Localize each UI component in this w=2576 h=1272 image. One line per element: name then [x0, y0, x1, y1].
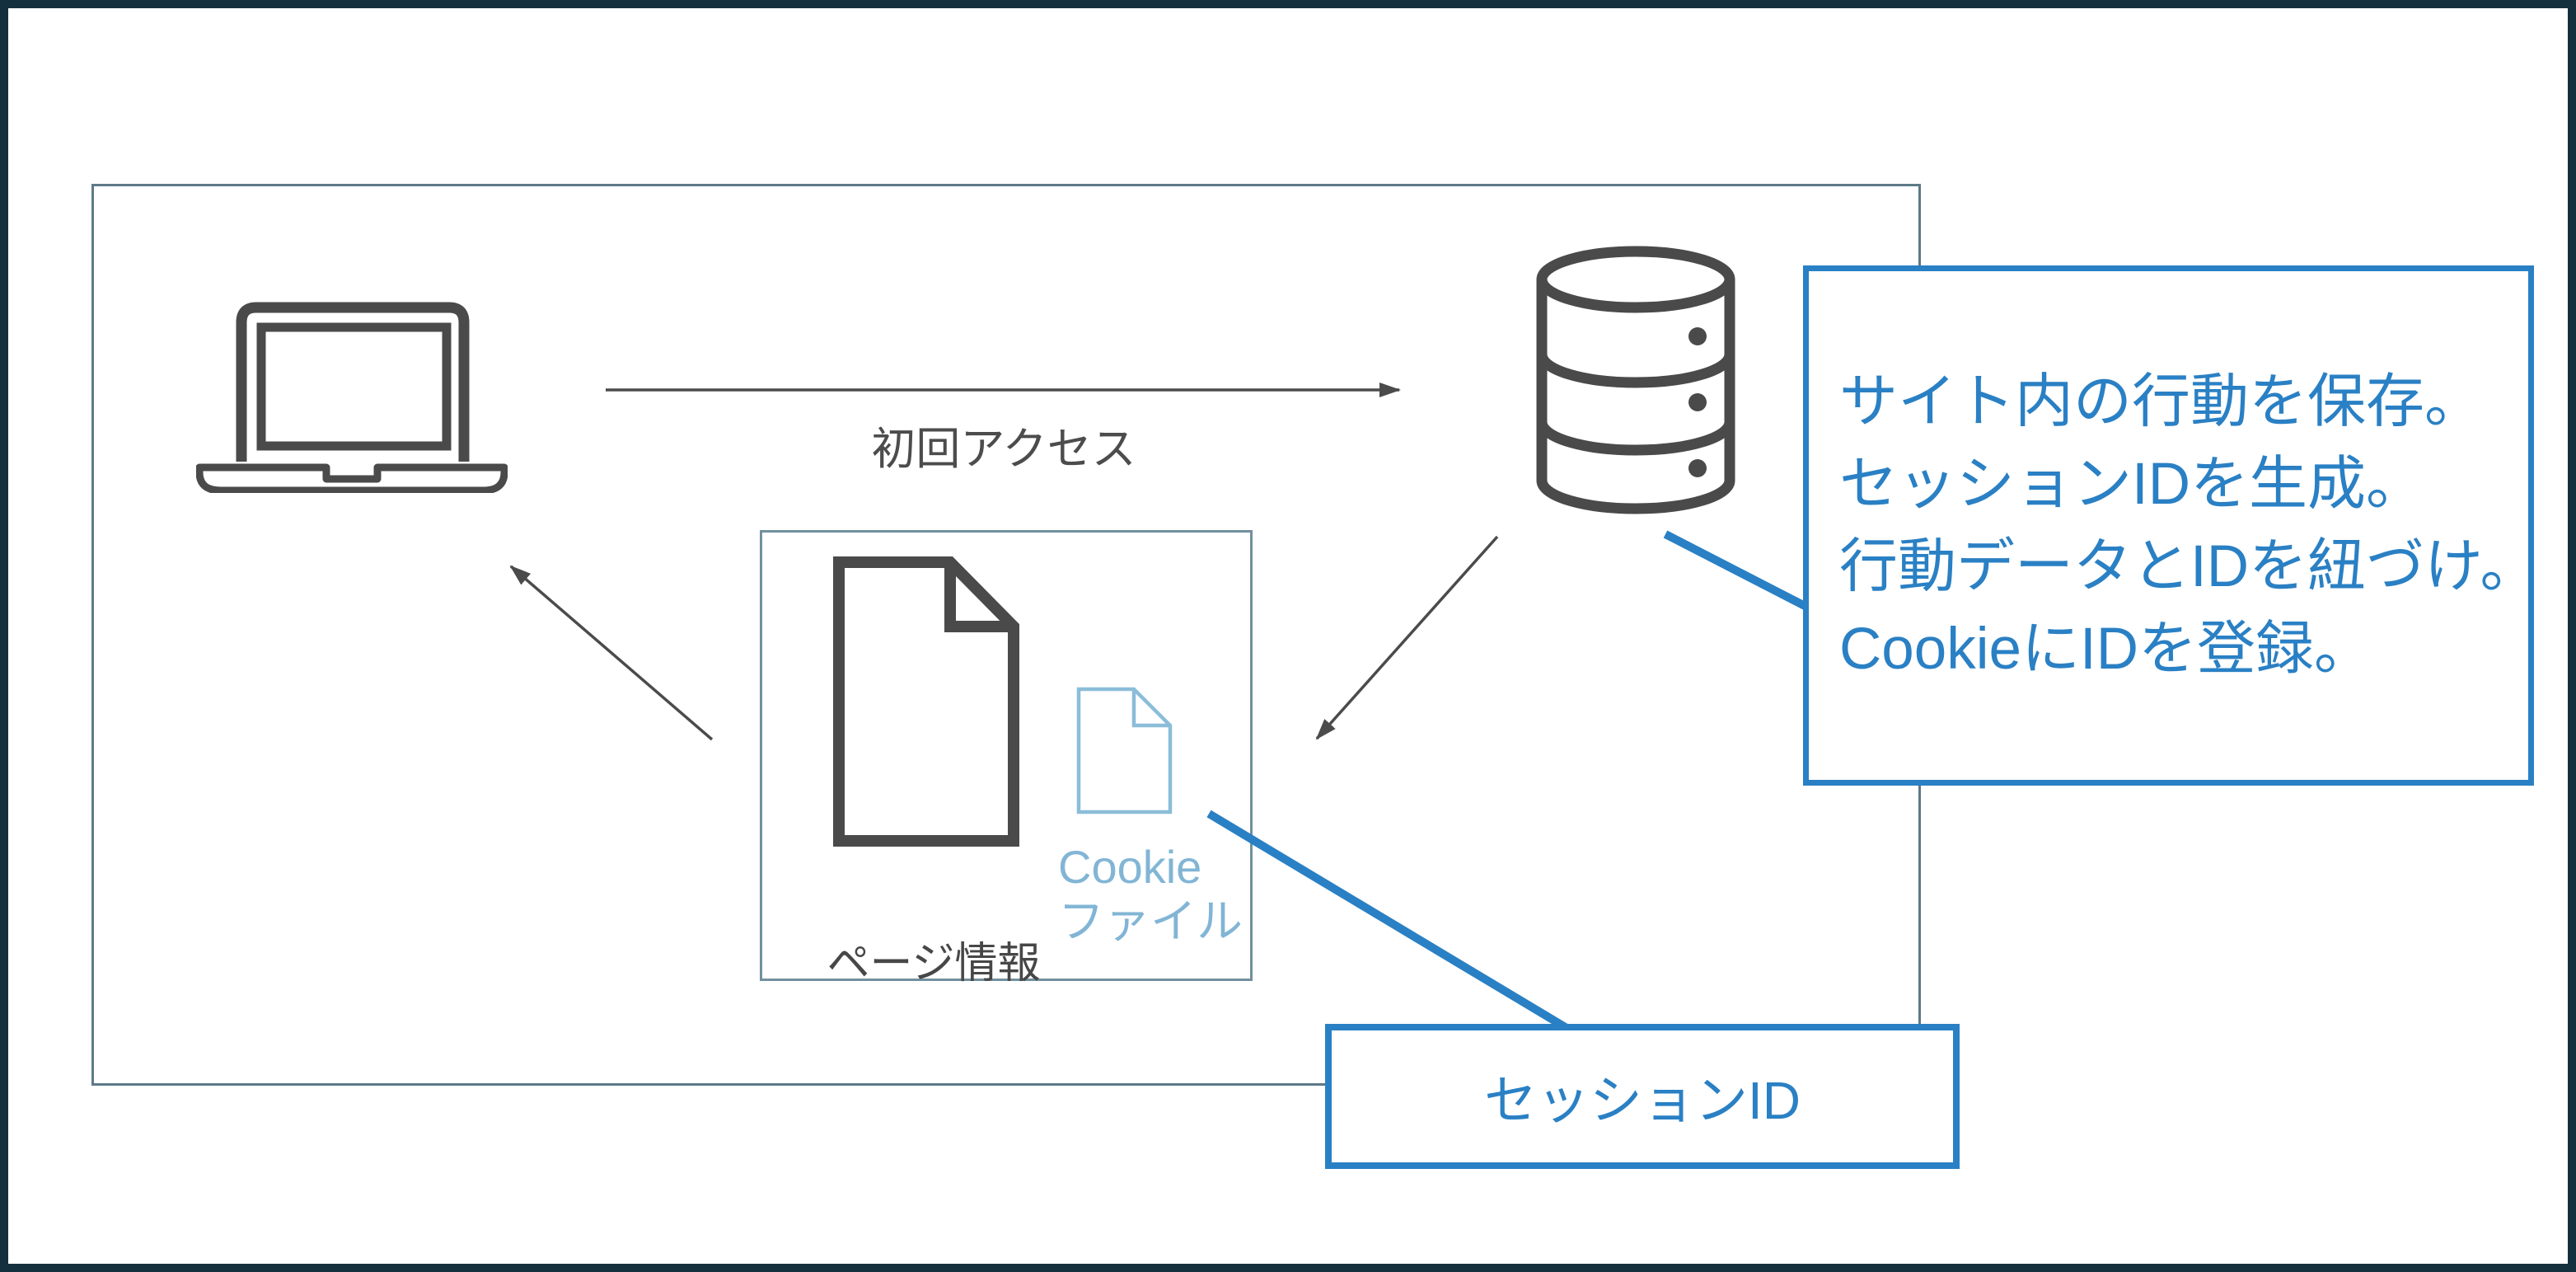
callout-line-3: 行動データとIDを紐づけ。 — [1839, 533, 2539, 599]
callout-line-4: CookieにIDを登録。 — [1839, 616, 2373, 682]
session-id-box: セッションID — [1325, 1024, 1960, 1169]
callout-line-1: サイト内の行動を保存。 — [1839, 368, 2484, 434]
callout-line-2: セッションIDを生成。 — [1839, 451, 2425, 517]
first-access-label: 初回アクセス — [871, 425, 1136, 474]
cookie-file-label-line1: Cookie — [1058, 841, 1202, 893]
cookie-file-icon — [1076, 687, 1173, 814]
database-icon — [1536, 246, 1735, 514]
callout-box: サイト内の行動を保存。 セッションIDを生成。 行動データとIDを紐づけ。 Co… — [1803, 265, 2539, 786]
laptop-icon — [196, 302, 508, 493]
cookie-file-label: Cookie ファイル — [1058, 840, 1243, 949]
cookie-file-label-line2: ファイル — [1058, 895, 1243, 947]
session-id-label: セッションID — [1484, 1071, 1801, 1130]
document-icon — [833, 556, 1019, 847]
page-info-label: ページ情報 — [827, 940, 1041, 988]
cookie-panel — [760, 530, 1253, 981]
